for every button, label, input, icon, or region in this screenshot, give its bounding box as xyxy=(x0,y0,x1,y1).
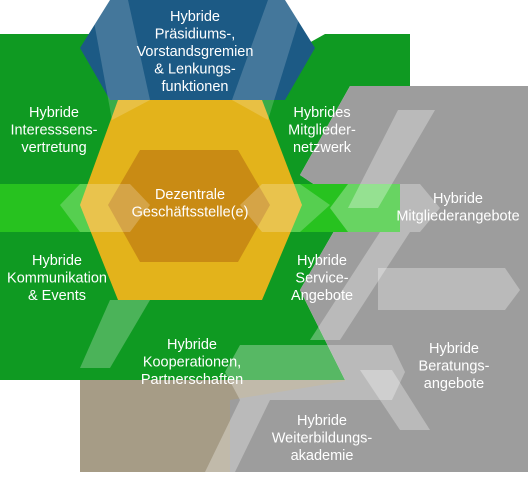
label-line: Hybride xyxy=(170,9,220,25)
label-line: funktionen xyxy=(162,79,229,95)
overlay-right-band xyxy=(330,184,440,232)
overlay-band-right xyxy=(240,184,330,232)
region-gray-right xyxy=(300,86,528,472)
overlay-lower-left xyxy=(80,300,150,368)
overlay-top-left xyxy=(90,0,150,120)
label-line: Weiterbildungs- xyxy=(272,431,373,447)
label-line: netzwerk xyxy=(293,140,352,156)
label-line: Interesssens- xyxy=(10,123,97,139)
label-line: Hybride xyxy=(32,253,82,269)
overlay-right-lower xyxy=(310,232,410,340)
label-line: Service- xyxy=(295,271,348,287)
label-line: Mitglieder- xyxy=(288,123,356,139)
region-navy-top xyxy=(80,0,315,100)
label-line: Dezentrale xyxy=(155,187,225,203)
label-line: Hybrides xyxy=(293,105,350,121)
label-line: Hybride xyxy=(297,413,347,429)
label-line: Geschäftsstelle(e) xyxy=(132,205,249,221)
overlay-right-upper xyxy=(348,110,435,208)
label-line: angebote xyxy=(424,376,484,392)
overlay-bottom-right xyxy=(360,370,430,430)
overlay-strokes xyxy=(60,0,520,472)
label-line: & Events xyxy=(28,288,86,304)
label-line: Mitgliederangebote xyxy=(396,209,519,225)
label-line: vertretung xyxy=(21,140,86,156)
label-line: Kooperationen, xyxy=(143,355,241,371)
overlay-bottom-mid xyxy=(225,345,405,400)
label-line: Hybride xyxy=(167,337,217,353)
label-line: & Lenkungs- xyxy=(154,62,236,78)
overlay-right-side xyxy=(378,268,520,310)
label-line: akademie xyxy=(291,448,354,464)
label-line: Partnerschaften xyxy=(141,372,243,388)
label-line: Vorstandsgremien xyxy=(137,44,254,60)
label-line: Hybride xyxy=(429,341,479,357)
label-line: Präsidiums-, xyxy=(155,27,236,43)
label-line: Kommunikation xyxy=(7,271,107,287)
label-line: Hybride xyxy=(29,105,79,121)
label-line: Hybride xyxy=(433,191,483,207)
hexagon-gold-center xyxy=(108,150,270,262)
label-line: Hybride xyxy=(297,253,347,269)
overlay-bottom-diag xyxy=(205,400,270,472)
region-gray-bottom xyxy=(230,380,352,472)
overlay-top-right xyxy=(232,0,305,120)
label-line: Angebote xyxy=(291,288,353,304)
label-line: Beratungs- xyxy=(419,359,490,375)
overlay-band-left xyxy=(60,184,150,232)
